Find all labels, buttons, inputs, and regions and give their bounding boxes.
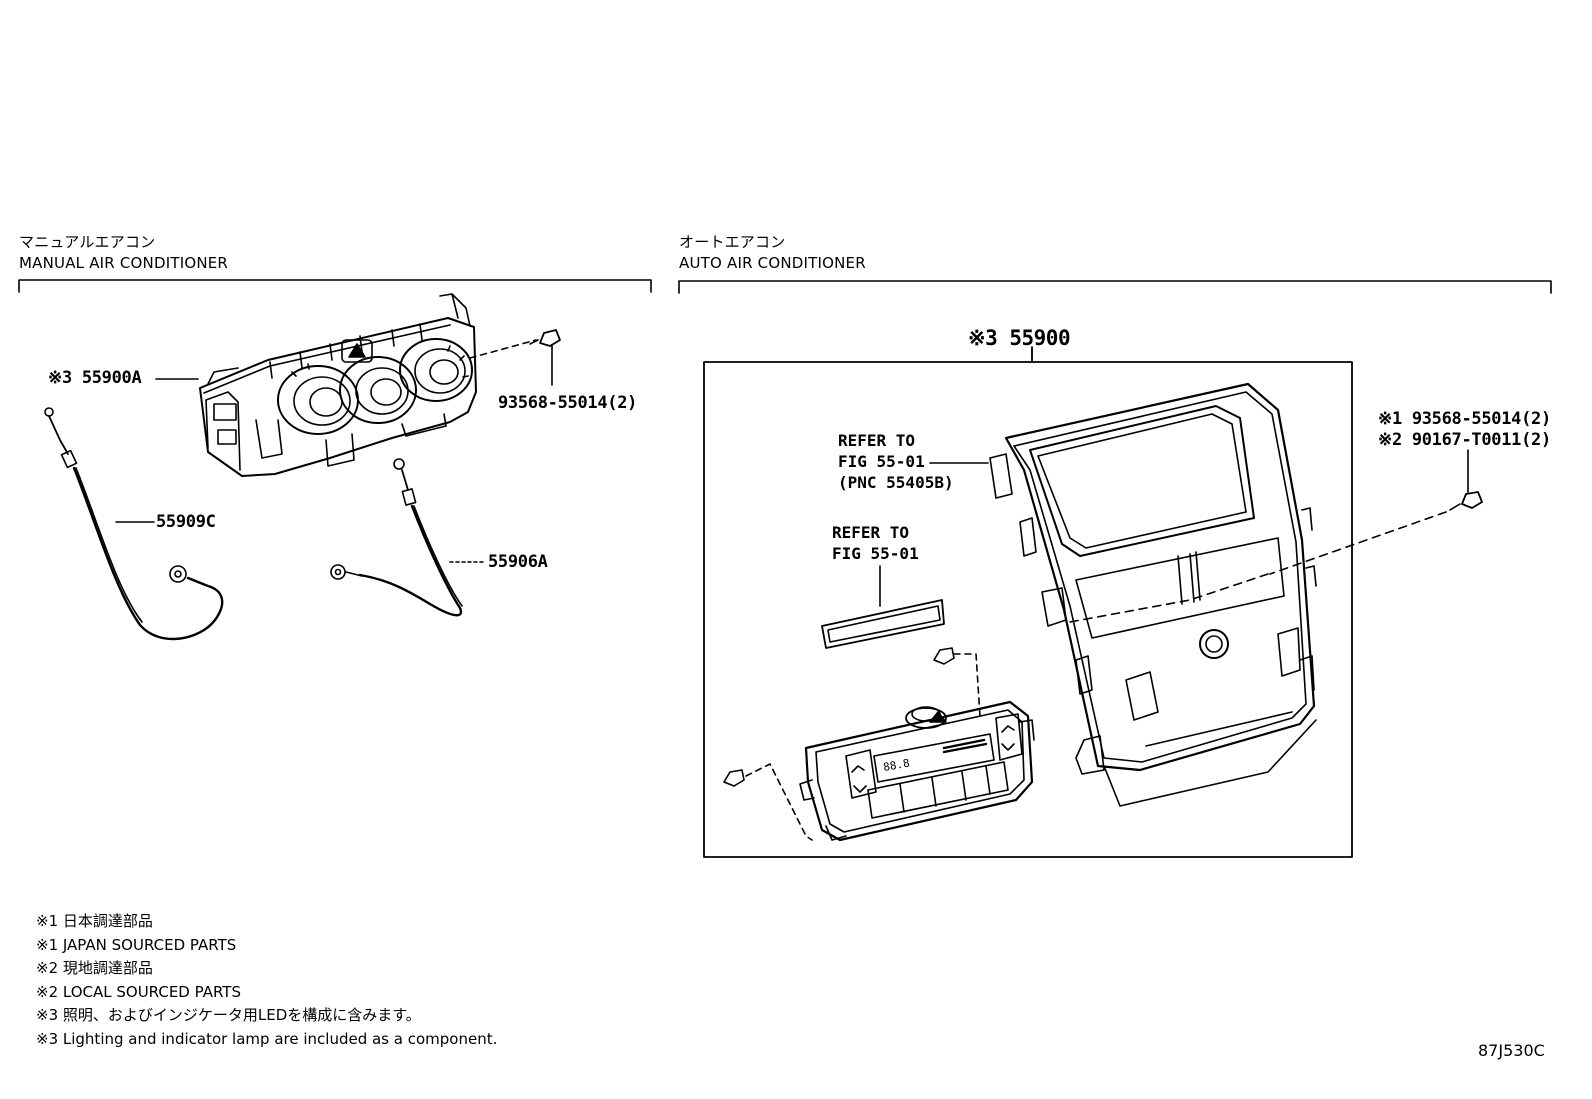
footnote-2-ja: ※2 現地調達部品 xyxy=(36,959,153,977)
callout-auto-screw-1: ※1 93568-55014(2) xyxy=(1378,409,1551,429)
callout-93568-manual: 93568-55014(2) xyxy=(498,393,638,413)
manual-title-en: MANUAL AIR CONDITIONER xyxy=(19,254,229,272)
manual-screw-93568 xyxy=(469,329,561,386)
callout-55909c: 55909C xyxy=(156,512,216,532)
manual-title-ja: マニュアルエアコン xyxy=(19,233,156,251)
auto-title-en: AUTO AIR CONDITIONER xyxy=(679,254,866,272)
refer-note-1-line3: (PNC 55405B) xyxy=(838,473,954,492)
refer-note-1: REFER TO FIG 55-01 (PNC 55405B) xyxy=(838,430,954,493)
refer-note-2-line1: REFER TO xyxy=(832,523,910,542)
refer-leaders xyxy=(821,462,989,649)
footnote-1-en: ※1 JAPAN SOURCED PARTS xyxy=(36,935,237,954)
callout-55900a: ※3 55900A xyxy=(48,368,142,388)
refer-note-2: REFER TO FIG 55-01 xyxy=(832,522,919,564)
callout-55900: ※3 55900 xyxy=(968,326,1071,350)
footnotes: ※1 日本調達部品 ※1 JAPAN SOURCED PARTS ※2 現地調達… xyxy=(36,910,497,1051)
cable-55906a xyxy=(330,458,463,617)
manual-section-bracket xyxy=(18,279,652,293)
callout-55906a: 55906A xyxy=(488,552,548,572)
auto-title-ja: オートエアコン xyxy=(679,233,786,251)
callout-auto-screw-2: ※2 90167-T0011(2) xyxy=(1378,430,1551,450)
auto-section-bracket xyxy=(678,280,1552,294)
cable-55909c xyxy=(44,407,224,641)
footnote-3-en: ※3 Lighting and indicator lamp are inclu… xyxy=(36,1029,498,1048)
refer-note-1-line2: FIG 55-01 xyxy=(838,452,925,471)
manual-leader-lines xyxy=(115,378,487,563)
center-bezel-panel xyxy=(989,382,1317,807)
refer-note-1-line1: REFER TO xyxy=(838,431,916,450)
refer-note-2-line2: FIG 55-01 xyxy=(832,544,919,563)
auto-ac-control-unit xyxy=(723,647,1035,842)
footnote-1-ja: ※1 日本調達部品 xyxy=(36,912,153,930)
footnote-2-en: ※2 LOCAL SOURCED PARTS xyxy=(36,982,241,1001)
auto-screw-right xyxy=(1069,449,1483,623)
manual-ac-control-panel xyxy=(199,293,477,477)
footnote-3-ja: ※3 照明、およびインジケータ用LEDを構成に含みます。 xyxy=(36,1006,421,1024)
figure-code: 87J530C xyxy=(1478,1041,1545,1060)
